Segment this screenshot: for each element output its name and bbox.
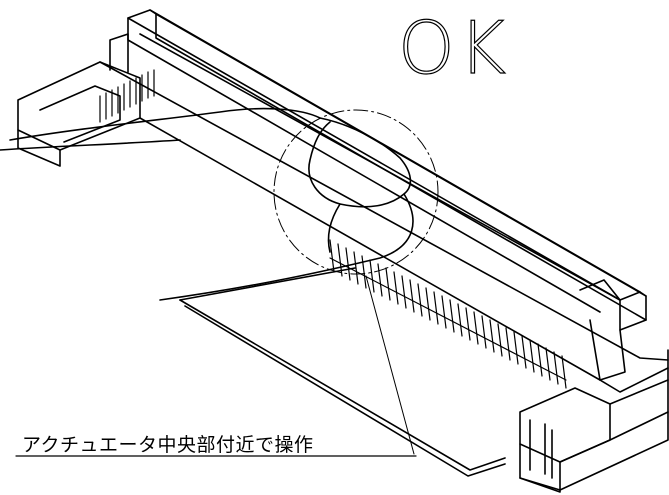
fpc-cable: [179, 267, 506, 477]
callout-leader-line: [365, 275, 415, 455]
finger: [0, 107, 414, 301]
callout-text: アクチュエータ中央部付近で操作: [22, 434, 314, 456]
ok-label: OK: [397, 6, 510, 90]
connector-body: [99, 61, 669, 493]
contact-pins: [99, 69, 567, 389]
focus-circle: [273, 109, 439, 275]
actuator-lever: [127, 9, 647, 381]
